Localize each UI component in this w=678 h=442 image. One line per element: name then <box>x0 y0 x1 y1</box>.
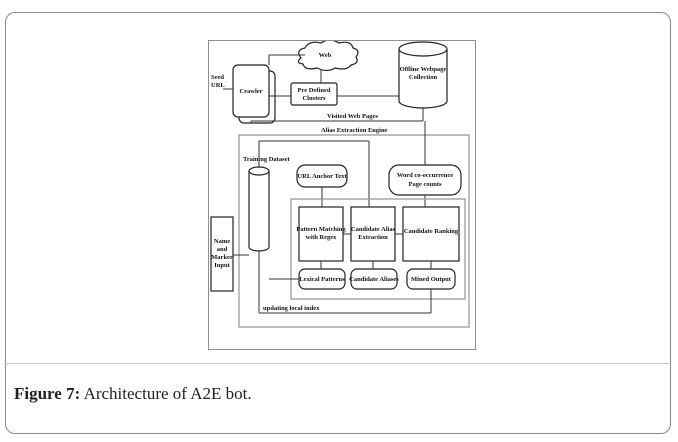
mined-output-box: Mined Output <box>406 268 456 290</box>
figure-caption: Figure 7: Architecture of A2E bot. <box>14 384 252 404</box>
page-counts-label: Page counts <box>408 181 442 188</box>
candidate-aliases-label: Candidate Aliases <box>349 276 399 283</box>
engine-label: Alias Extraction Engine <box>321 127 388 134</box>
candidate-ranking-box: Candidate Ranking <box>402 206 460 262</box>
processing-panel <box>290 198 466 300</box>
mined-output-label: Mined Output <box>411 276 452 283</box>
url-anchor-text-box: URL Anchor Text <box>296 164 348 188</box>
caption-text: Architecture of A2E bot. <box>80 384 252 403</box>
lexical-patterns-label: Lexical Patterns <box>299 276 345 283</box>
candidate-ranking-label: Candidate Ranking <box>404 228 459 235</box>
crawler-box: Crawler <box>232 64 276 124</box>
web-cloud: Web <box>297 39 359 72</box>
lexical-patterns-box: Lexical Patterns <box>298 268 346 290</box>
word-cooccurrence-box: Word co-occurrence Page counts <box>388 164 462 196</box>
training-dataset-label: Training Dataset <box>243 156 290 163</box>
url-anchor-text-label: URL Anchor Text <box>297 173 347 180</box>
visited-pages-label: Visited Web Pages <box>327 113 378 120</box>
candidate-aliases-box: Candidate Aliases <box>349 268 399 290</box>
engine-border <box>238 134 470 328</box>
updating-index-label: updating local index <box>263 305 320 312</box>
word-cooccurrence-label: Word co-occurrence <box>397 172 453 179</box>
training-dataset-cylinder <box>248 166 270 252</box>
caption-divider <box>5 363 671 364</box>
crawler-label: Crawler <box>239 88 262 95</box>
caption-label: Figure 7: <box>14 384 81 403</box>
web-label: Web <box>319 52 332 59</box>
